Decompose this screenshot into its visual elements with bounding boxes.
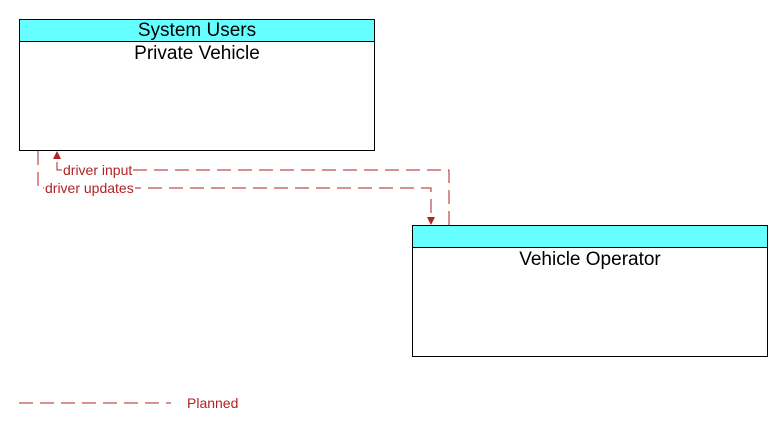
vehicle-operator-node[interactable]: Vehicle Operator [412, 225, 768, 357]
driver-updates-arrowhead [427, 217, 435, 225]
driver-input-flow-line[interactable] [56, 158, 450, 225]
driver-input-label: driver input [62, 162, 134, 178]
driver-updates-flow-line[interactable] [37, 151, 432, 218]
driver-input-arrowhead [53, 151, 61, 159]
node-header-system-users: System Users [20, 20, 374, 42]
private-vehicle-node[interactable]: System Users Private Vehicle [19, 19, 375, 151]
node-header-vehicle-operator [413, 226, 767, 248]
node-title-private-vehicle: Private Vehicle [134, 43, 260, 64]
legend-planned-label: Planned [187, 395, 239, 411]
driver-updates-label: driver updates [44, 180, 135, 196]
node-title-vehicle-operator: Vehicle Operator [519, 249, 661, 270]
